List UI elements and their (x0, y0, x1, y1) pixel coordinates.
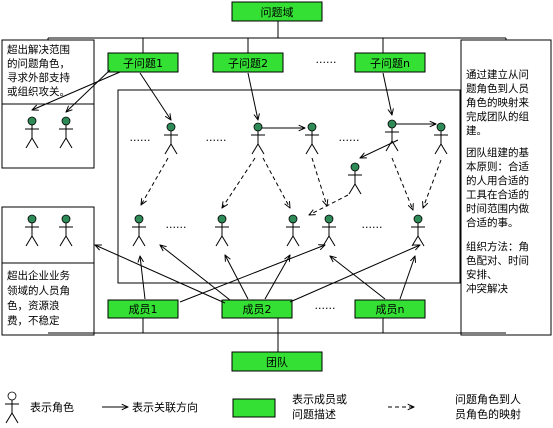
svg-text:子问题n: 子问题n (370, 57, 410, 70)
team-box: 团队 (231, 351, 323, 372)
legend-mapping-label: 员角色的映射 (455, 407, 521, 421)
svg-text:工具在合适的: 工具在合适的 (466, 188, 529, 201)
svg-text:建。: 建。 (466, 124, 487, 137)
out-of-domain-member-actor (58, 214, 74, 247)
problem-role-arrows (32, 69, 436, 158)
member-role-actor (321, 214, 337, 247)
svg-text:超出解决范围: 超出解决范围 (7, 43, 70, 56)
sub-problem-1-box: 子问题1 (107, 52, 179, 73)
svg-text:完成团队的组: 完成团队的组 (466, 110, 529, 123)
svg-text:成员2: 成员2 (243, 303, 272, 316)
legend-actor-icon (4, 391, 20, 424)
right-note-2: 团队组建的基 本原则：合适 的人用合适的 工具在合适的 时间范围内做 合适的事。 (466, 146, 529, 229)
svg-text:成员1: 成员1 (129, 303, 158, 316)
member-role-actor (131, 214, 147, 247)
problem-role-actors (163, 119, 449, 195)
out-of-domain-member-actor (24, 214, 40, 247)
problem-role-actor (304, 122, 320, 155)
member-roles-ellipsis: ······ (362, 221, 383, 234)
hierarchy-lines (47, 21, 507, 352)
svg-text:色配对、时间: 色配对、时间 (466, 254, 529, 267)
legend-direction-label: 表示关联方向 (132, 400, 198, 414)
problem-roles-ellipsis: ······ (339, 134, 360, 147)
member-role-actor (214, 214, 230, 247)
svg-text:子问题2: 子问题2 (228, 57, 268, 70)
right-note-3: 组织方法：角 色配对、时间 安排、 冲突解决 (466, 240, 529, 295)
svg-text:安排、: 安排、 (466, 268, 498, 281)
svg-text:色，资源浪: 色，资源浪 (7, 299, 60, 312)
member-roles-ellipsis: ······ (166, 221, 187, 234)
out-of-domain-member-actors (24, 214, 74, 247)
problem-role-actor (347, 162, 363, 195)
external-problem-actor (24, 116, 40, 149)
member-2-box: 成员2 (221, 299, 293, 319)
svg-text:超出企业业务: 超出企业业务 (7, 269, 70, 282)
legend-box-label: 问题描述 (292, 407, 336, 421)
sub-problem-ellipsis: ······ (316, 56, 337, 69)
right-note-1: 通过建立从问 题角色到人员 角色的映射来 完成团队的组 建。 (466, 68, 529, 137)
external-problem-actors (24, 116, 74, 149)
svg-text:通过建立从问: 通过建立从问 (466, 68, 529, 81)
legend-role-label: 表示角色 (30, 400, 74, 414)
svg-text:时间范围内做: 时间范围内做 (466, 202, 529, 215)
svg-text:费，不稳定: 费，不稳定 (7, 314, 60, 327)
svg-text:领域的人员角: 领域的人员角 (7, 284, 70, 297)
problem-role-actor (433, 122, 449, 155)
problem-role-actor (163, 122, 179, 155)
svg-text:团队组建的基: 团队组建的基 (466, 146, 529, 159)
bottom-left-note-box (1, 206, 95, 336)
sub-problem-2-box: 子问题2 (212, 52, 284, 73)
svg-text:寻求外部支持: 寻求外部支持 (7, 71, 70, 84)
member-role-actor (410, 214, 426, 247)
external-problem-actor (58, 116, 74, 149)
svg-text:问题域: 问题域 (261, 6, 294, 19)
legend-mapping-label: 问题角色到人 (455, 392, 521, 406)
top-left-note: 超出解决范围 的问题角色， 寻求外部支持 或组织攻关。 (7, 43, 70, 98)
svg-text:冲突解决: 冲突解决 (466, 282, 508, 295)
member-1-box: 成员1 (107, 299, 179, 319)
svg-text:子问题1: 子问题1 (123, 57, 163, 70)
domain-box: 问题域 (231, 1, 323, 22)
member-role-actor (285, 214, 301, 247)
member-n-box: 成员n (354, 299, 426, 319)
main-frame (117, 89, 461, 284)
svg-text:题角色到人员: 题角色到人员 (466, 82, 529, 95)
problem-roles-ellipsis: ······ (130, 134, 151, 147)
sub-problem-n-box: 子问题n (354, 52, 426, 73)
svg-text:合适的事。: 合适的事。 (466, 216, 519, 229)
problem-role-actor (384, 119, 400, 152)
svg-text:团队: 团队 (266, 355, 288, 369)
svg-text:成员n: 成员n (376, 303, 405, 316)
member-role-arrows (95, 245, 420, 304)
problem-roles-ellipsis: ······ (206, 134, 227, 147)
legend-box-label: 表示成员或 (292, 392, 347, 406)
member-ellipsis: ······ (315, 302, 336, 315)
svg-text:本原则：合适: 本原则：合适 (466, 160, 529, 173)
legend-box-icon (232, 398, 276, 418)
mapping-arrows (141, 157, 442, 215)
legend: 表示角色 表示关联方向 表示成员或 问题描述 问题角色到人 员角色的映射 (4, 391, 521, 424)
svg-text:的问题角色，: 的问题角色， (7, 57, 70, 70)
bottom-left-note: 超出企业业务 领域的人员角 色，资源浪 费，不稳定 (7, 269, 70, 327)
svg-text:角色的映射来: 角色的映射来 (466, 96, 529, 109)
svg-text:的人用合适的: 的人用合适的 (466, 174, 529, 187)
svg-text:组织方法：角: 组织方法：角 (466, 240, 529, 253)
svg-text:或组织攻关。: 或组织攻关。 (7, 85, 70, 98)
